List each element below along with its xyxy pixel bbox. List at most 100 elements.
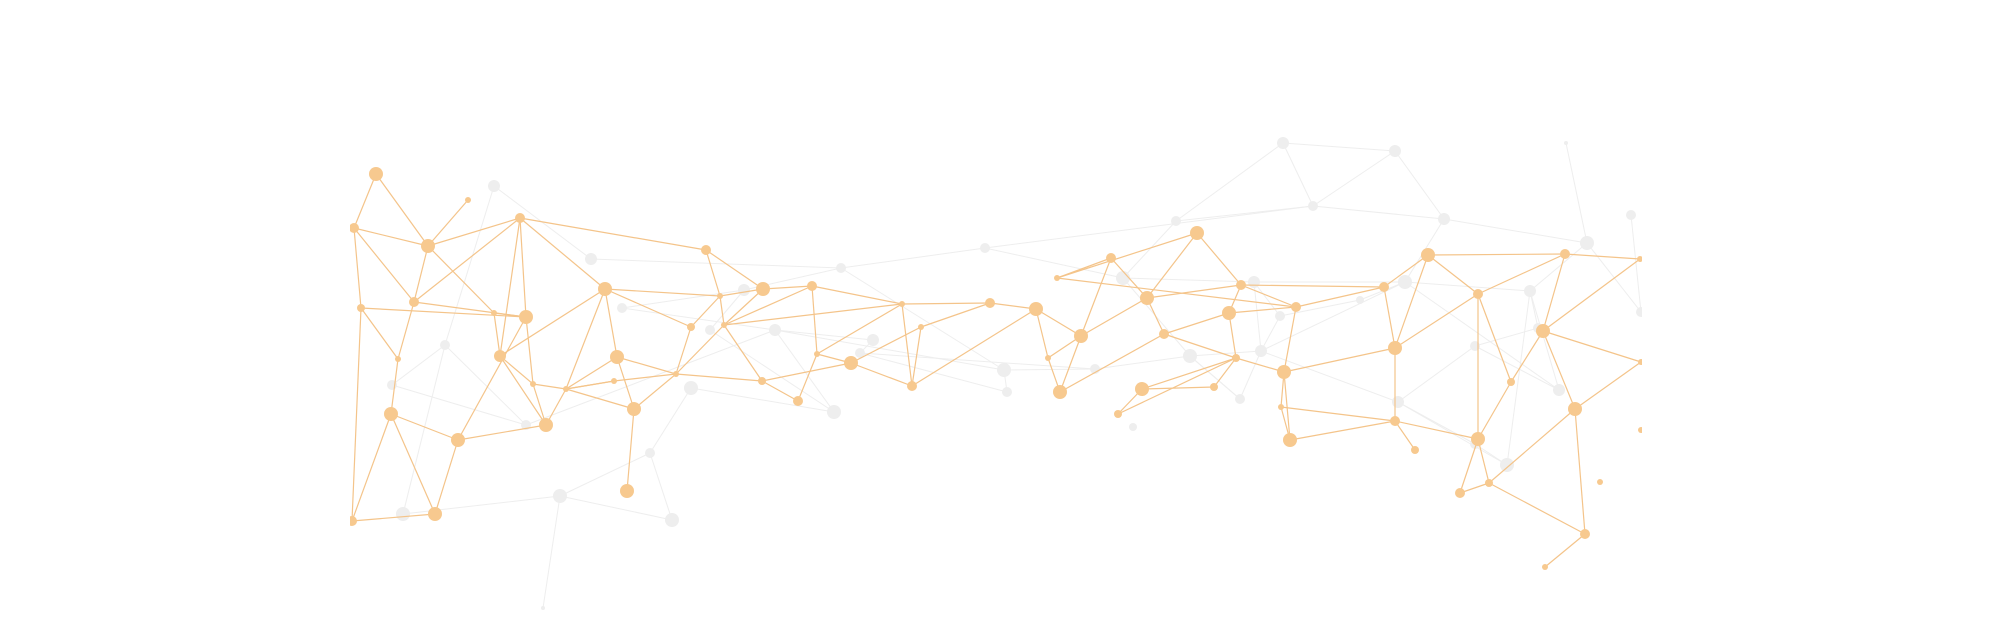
network-node (1183, 349, 1197, 363)
network-node (673, 371, 679, 377)
network-node (1277, 137, 1289, 149)
network-node (1638, 427, 1642, 433)
network-edge (675, 373, 763, 382)
network-edge (1542, 330, 1576, 410)
network-edge (1427, 253, 1566, 256)
network-edge (360, 307, 399, 360)
network-edge (1477, 438, 1490, 484)
network-node (428, 507, 442, 521)
network-edge (816, 303, 903, 355)
network-node (867, 334, 879, 346)
network-edge (675, 326, 692, 375)
network-edge (984, 205, 1314, 249)
network-edge (351, 413, 392, 522)
network-edge (797, 353, 818, 402)
network-node (1471, 432, 1485, 446)
network-edge (1443, 218, 1588, 244)
network-node (553, 489, 567, 503)
network-node (515, 213, 525, 223)
network-node (539, 418, 553, 432)
network-edge (1196, 232, 1242, 286)
network-edge (1477, 381, 1512, 440)
network-edge (1253, 281, 1262, 352)
network-edge (1282, 142, 1314, 207)
network-edge (774, 329, 835, 413)
network-node (494, 350, 506, 362)
network-node (563, 386, 569, 392)
network-edge (709, 289, 745, 331)
network-edge (565, 380, 615, 390)
network-edge (649, 452, 673, 521)
network-edge (984, 247, 1124, 279)
network-node (997, 363, 1011, 377)
network-edge (559, 452, 651, 497)
network-node (1222, 306, 1236, 320)
network-edge (444, 185, 495, 346)
network-node (1553, 384, 1565, 396)
network-node (1275, 311, 1285, 321)
orange-network (350, 167, 1642, 570)
network-node (350, 516, 357, 526)
network-edge (499, 355, 534, 385)
network-node (1054, 275, 1060, 281)
network-edge (499, 355, 547, 426)
network-node (1277, 365, 1291, 379)
network-edge (519, 217, 606, 290)
network-edge (1239, 350, 1262, 400)
network-node (717, 293, 723, 299)
network-edge (499, 288, 606, 357)
network-node (1140, 291, 1154, 305)
network-edge (811, 285, 903, 305)
network-node (395, 356, 401, 362)
network-edge (397, 301, 415, 360)
network-edge (911, 326, 922, 387)
network-node (684, 381, 698, 395)
network-edge (762, 285, 813, 290)
network-node (738, 284, 750, 296)
network-edge (633, 373, 677, 410)
network-node (1536, 324, 1550, 338)
network-edge (1510, 330, 1544, 383)
network-edge (1163, 312, 1230, 335)
network-edge (1235, 357, 1285, 373)
network-edge (604, 288, 618, 358)
network-edge (565, 388, 635, 410)
network-node (807, 281, 817, 291)
network-edge (1141, 386, 1215, 390)
network-node (1455, 488, 1465, 498)
network-node (1283, 433, 1297, 447)
network-node (1500, 458, 1514, 472)
network-node (1248, 276, 1260, 288)
network-edge (723, 324, 763, 382)
network-node (357, 304, 365, 312)
network-node (620, 484, 634, 498)
network-edge (1283, 306, 1297, 373)
network-edge (559, 495, 673, 521)
network-node (611, 378, 617, 384)
network-edge (1059, 333, 1165, 393)
network-node (451, 433, 465, 447)
network-edge (761, 362, 852, 382)
network-edge (1474, 345, 1560, 391)
network-edge (1397, 345, 1476, 403)
network-node (1074, 329, 1088, 343)
network-edge (626, 408, 635, 492)
network-edge (1630, 214, 1642, 313)
network-node (705, 325, 715, 335)
network-node (409, 297, 419, 307)
network-edge (1474, 327, 1539, 347)
network-edge (840, 247, 986, 269)
network-node (530, 381, 536, 387)
network-node (1171, 216, 1181, 226)
network-node (836, 263, 846, 273)
network-node (1235, 394, 1245, 404)
network-edge (1117, 357, 1237, 415)
network-edge (690, 295, 721, 328)
network-edge (1059, 335, 1082, 393)
network-edge (1056, 277, 1297, 308)
network-node (1524, 285, 1536, 297)
background-faint-network (387, 137, 1642, 610)
network-node (491, 310, 497, 316)
network-edge (1141, 357, 1237, 390)
network-edge (1035, 308, 1082, 337)
